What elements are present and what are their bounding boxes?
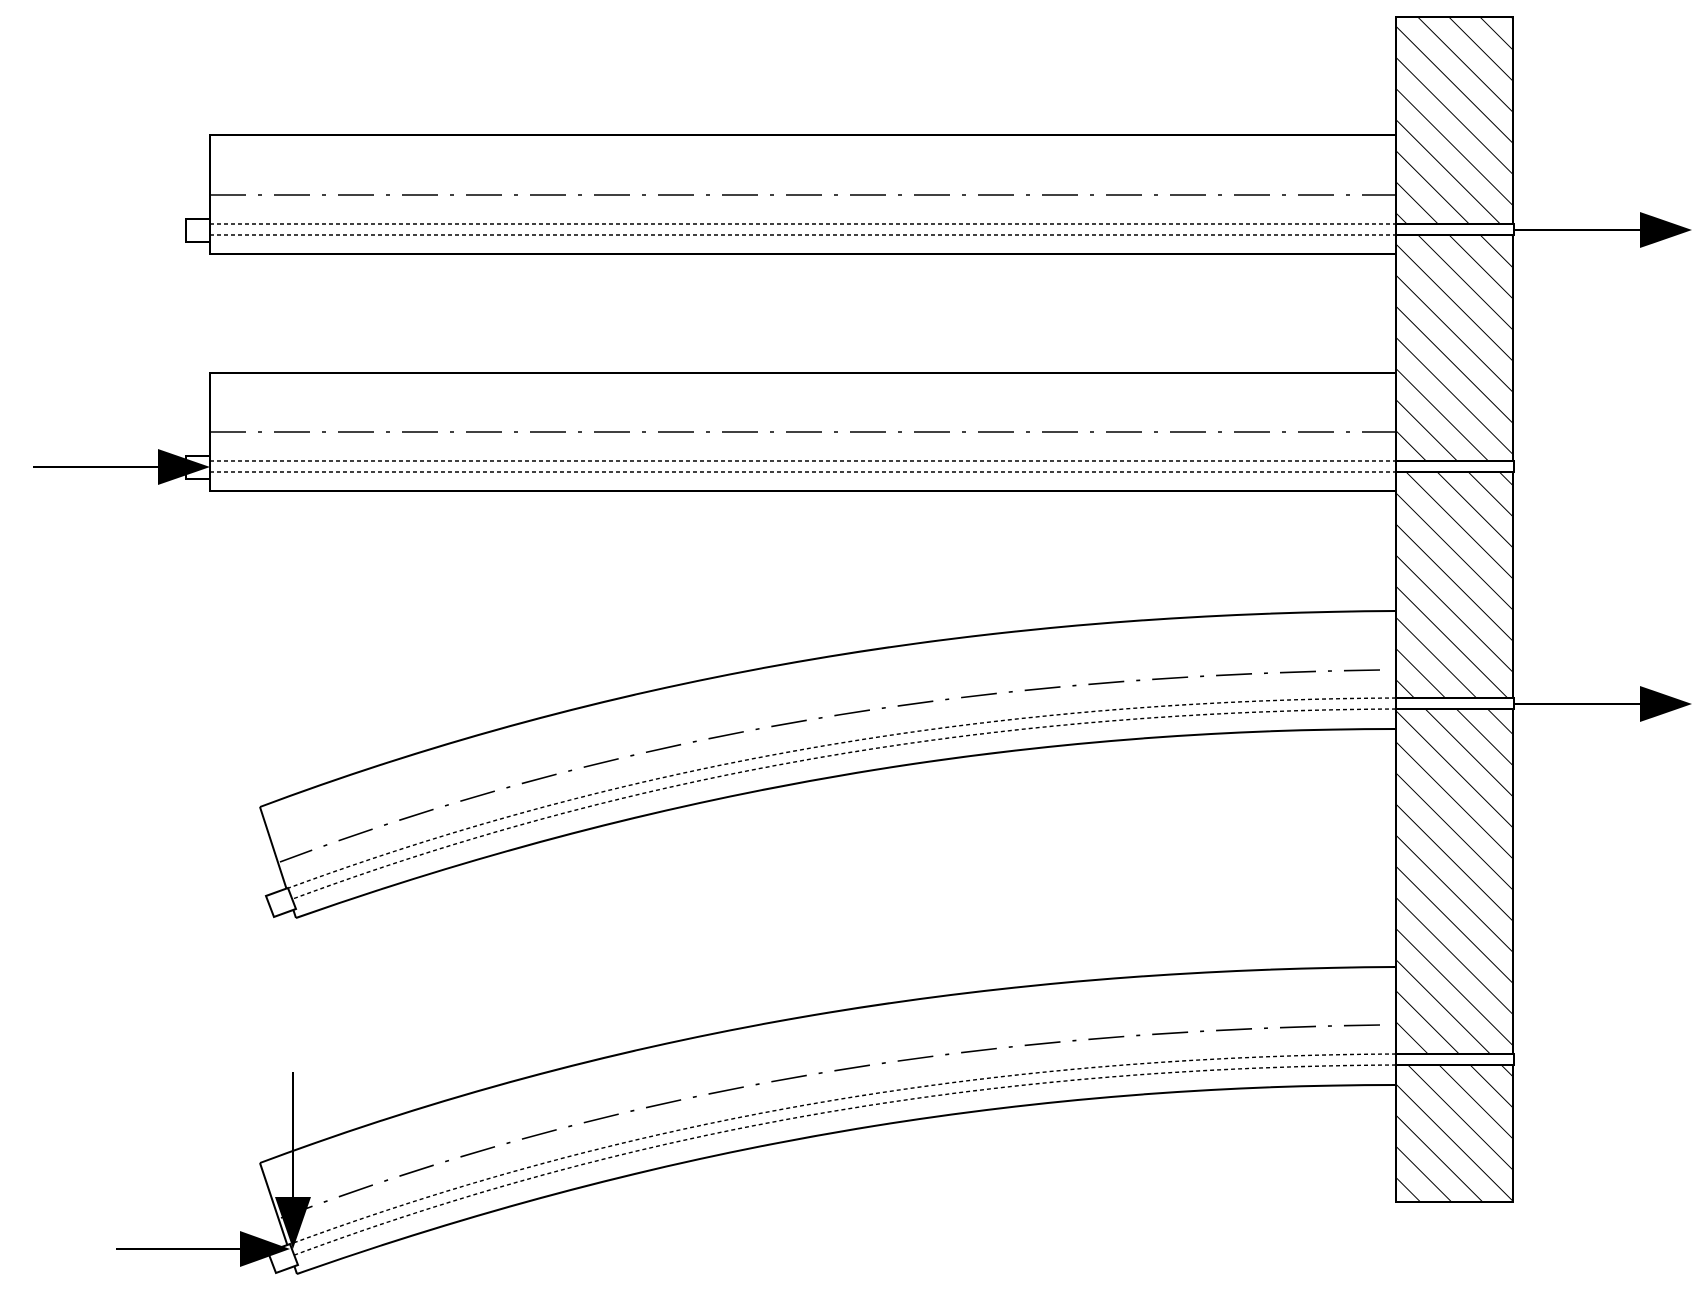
beam-3-outlet-arrow xyxy=(1514,686,1692,722)
beam-3-curved xyxy=(259,610,1397,919)
beam-2-inlet-arrow xyxy=(33,449,210,485)
beam-4-vertical-arrow xyxy=(275,1072,311,1249)
beam-3-top-edge xyxy=(259,610,1397,808)
beam-3-anchor-plate xyxy=(264,886,298,919)
beam-1-anchor-plate xyxy=(185,218,211,243)
beam-2-inlet-arrow-head xyxy=(158,449,210,485)
wall-slot-2 xyxy=(1395,460,1515,473)
beam-4-inlet-arrow-head xyxy=(240,1231,290,1267)
wall-slot-1 xyxy=(1395,223,1515,236)
beam-3-duct-top xyxy=(285,697,1397,890)
beam-3-duct-bottom xyxy=(289,708,1397,901)
beam-1-outlet-arrow xyxy=(1514,212,1692,248)
beam-4-duct-top xyxy=(287,1053,1397,1246)
beam-4-vertical-arrow-head xyxy=(275,1197,311,1249)
beam-4-duct-bottom xyxy=(291,1064,1397,1257)
beam-1-outlet-arrow-head xyxy=(1640,212,1692,248)
beam-4-curved xyxy=(259,966,1397,1275)
wall-body xyxy=(1395,16,1514,1203)
hatched-wall xyxy=(1395,16,1515,1203)
beam-4-bottom-edge xyxy=(296,1084,1397,1275)
beam-3-outlet-arrow-head xyxy=(1640,686,1692,722)
beam-3-bottom-edge xyxy=(295,728,1397,919)
wall-slot-4 xyxy=(1395,1053,1515,1066)
beam-4-centerline xyxy=(280,1024,1381,1219)
beam-4-inlet-arrow xyxy=(116,1231,290,1267)
beam-1-straight xyxy=(185,134,1396,255)
beam-3-centerline xyxy=(279,669,1381,863)
force-arrows xyxy=(33,212,1692,1267)
beam-4-top-edge xyxy=(259,966,1397,1164)
wall-slot-3 xyxy=(1395,697,1515,710)
beam-2-straight xyxy=(185,372,1396,492)
